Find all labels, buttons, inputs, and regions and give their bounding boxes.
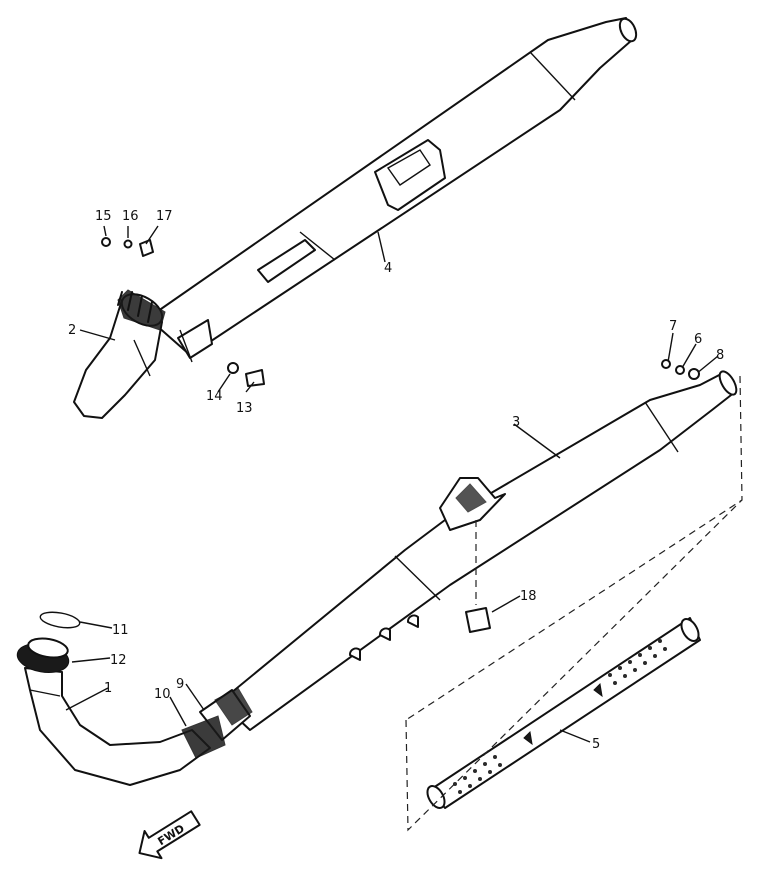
part-17-bolt	[139, 239, 154, 257]
callout-18: 18	[520, 589, 537, 604]
assembly-guide-lower	[405, 499, 743, 832]
callout-9: 9	[176, 677, 184, 692]
callout-2: 2	[68, 323, 76, 338]
part-11-gasket	[39, 611, 81, 629]
callout-7: 7	[669, 319, 677, 334]
baffle-5	[426, 617, 701, 809]
callout-12: 12	[110, 653, 127, 668]
upper-exhaust-pipe-2	[73, 289, 166, 419]
part-12-flange-nut	[16, 637, 70, 674]
callout-17: 17	[156, 209, 173, 224]
callout-13: 13	[236, 401, 253, 416]
part-7-nut	[661, 359, 671, 369]
flange-nut-teeth	[117, 291, 153, 323]
part-15-nut	[101, 237, 111, 247]
baffle-perforations	[453, 639, 667, 794]
part-16-washer	[123, 239, 133, 249]
callout-6: 6	[694, 332, 702, 347]
callout-11: 11	[112, 623, 129, 638]
part-14-washer	[227, 362, 239, 374]
callout-14: 14	[206, 389, 223, 404]
part-18-damper	[465, 607, 491, 633]
leader-lines	[65, 225, 719, 743]
lower-muffler-3	[219, 370, 738, 731]
fwd-direction-arrow: FWD	[138, 810, 201, 860]
part-8-bolt	[688, 368, 700, 380]
callout-5: 5	[592, 737, 600, 752]
callout-1: 1	[104, 681, 112, 696]
part-6-washer	[675, 365, 685, 375]
callout-4: 4	[384, 261, 392, 276]
callout-15: 15	[95, 209, 112, 224]
lower-exhaust-pipe-1	[24, 667, 253, 786]
callout-8: 8	[716, 348, 724, 363]
callout-3: 3	[512, 415, 520, 430]
part-13-bolt	[245, 369, 265, 387]
callout-10: 10	[154, 687, 171, 702]
upper-muffler-4	[147, 17, 638, 363]
callout-16: 16	[122, 209, 139, 224]
